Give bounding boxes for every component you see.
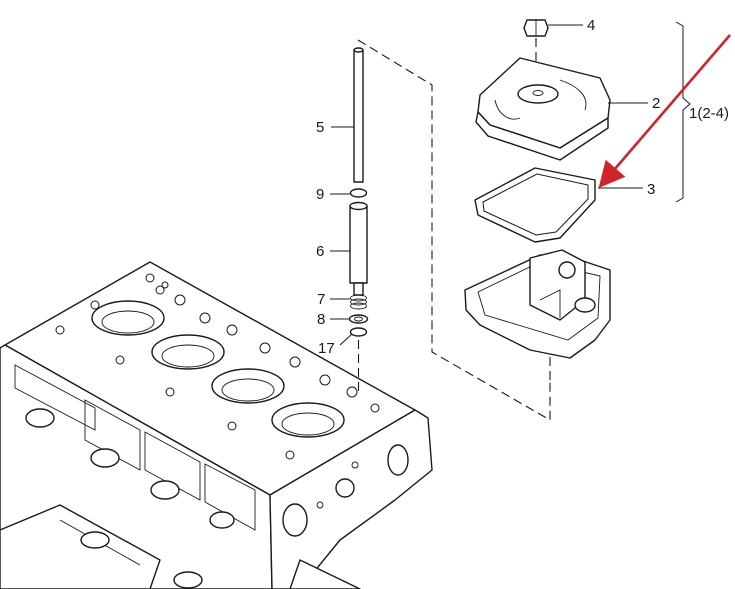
stud-assembly bbox=[348, 47, 369, 395]
leader-lines bbox=[330, 24, 648, 346]
group-bracket bbox=[675, 21, 691, 203]
callout-2: 2 bbox=[652, 95, 660, 112]
callout-8: 8 bbox=[317, 311, 325, 328]
callout-3: 3 bbox=[647, 181, 655, 198]
callout-6: 6 bbox=[316, 243, 324, 260]
callout-4: 4 bbox=[587, 17, 595, 34]
callout-9: 9 bbox=[316, 186, 324, 203]
callout-1: 1(2-4) bbox=[689, 105, 729, 122]
callout-17: 17 bbox=[318, 340, 335, 357]
valve-cover bbox=[475, 57, 611, 161]
callout-5: 5 bbox=[316, 119, 324, 136]
callout-7: 7 bbox=[317, 291, 325, 308]
highlight-arrow bbox=[598, 34, 731, 188]
engine-block bbox=[0, 261, 433, 589]
exploded-view-frame bbox=[357, 39, 551, 421]
rocker-housing bbox=[464, 249, 611, 359]
valve-cover-gasket bbox=[474, 167, 596, 243]
